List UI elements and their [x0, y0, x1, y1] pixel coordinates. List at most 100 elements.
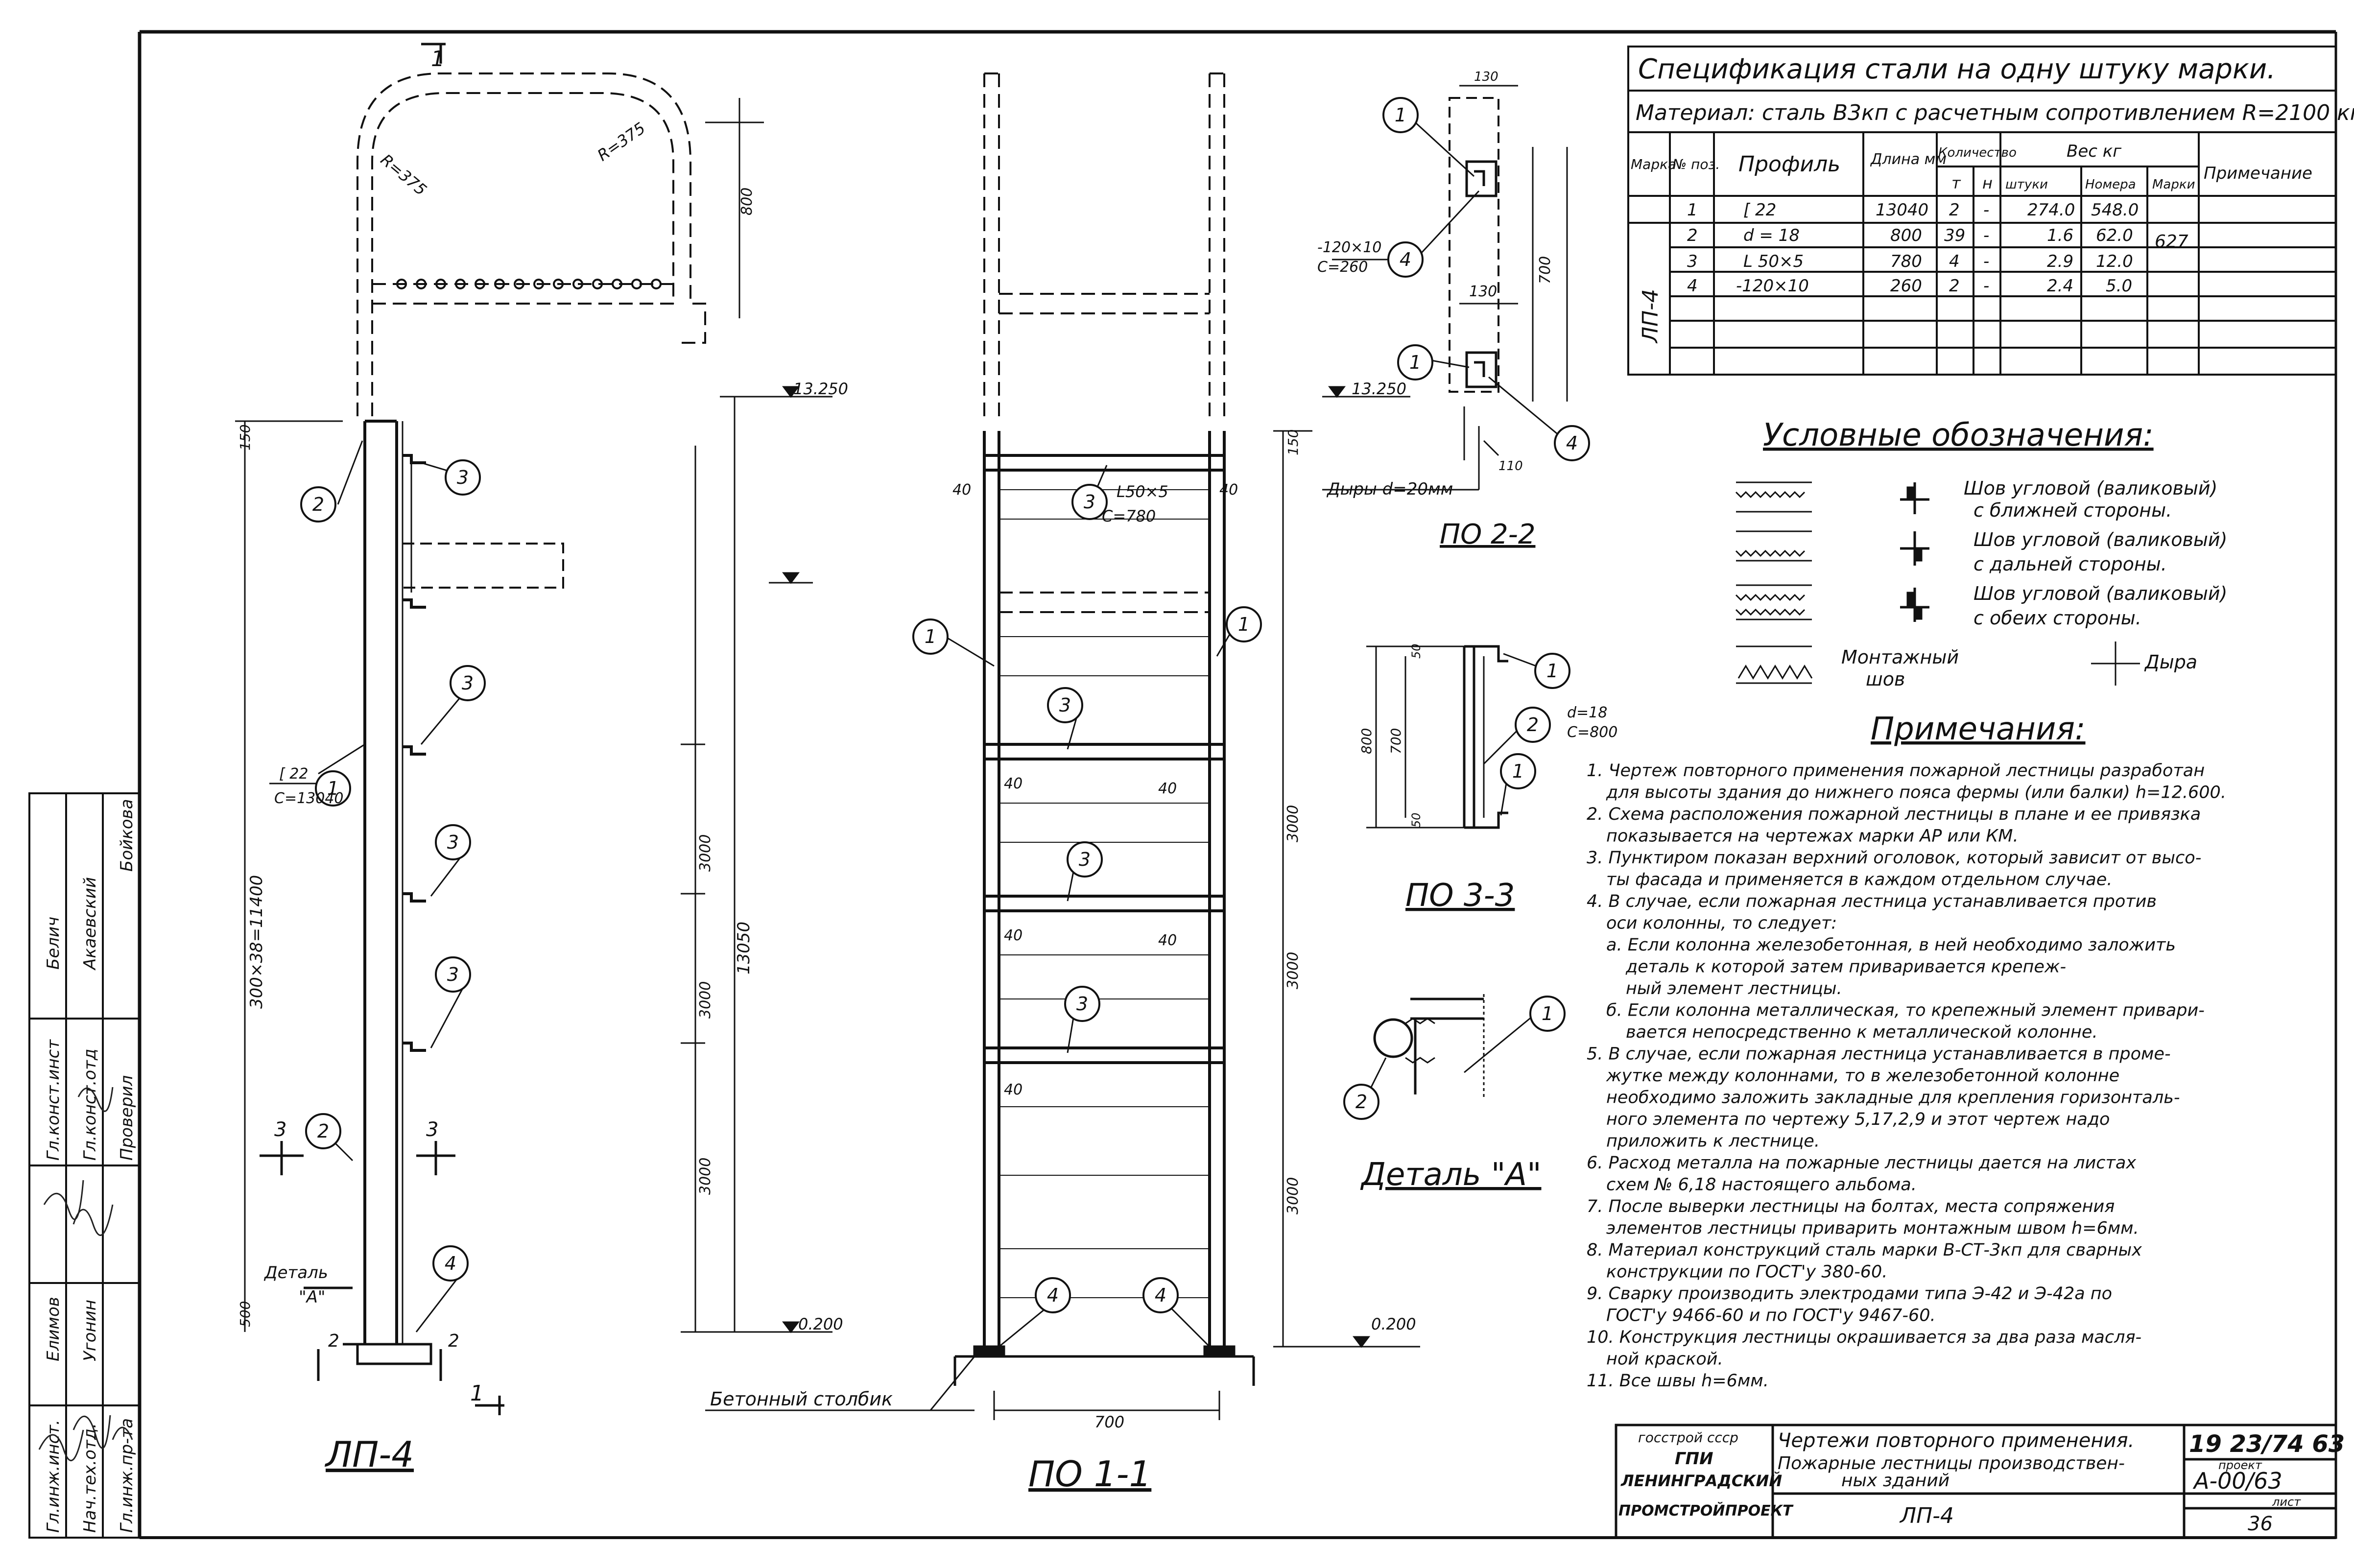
stamp-sheet: 36 — [2248, 1513, 2273, 1535]
lp4-cut-bot: 1 — [470, 1381, 484, 1406]
stamp-org-4: ПРОМСТРОЙПРОЕКТ — [1618, 1502, 1794, 1520]
lp4-r2: R=375 — [594, 119, 649, 165]
po11-stringers — [983, 431, 1226, 1347]
note-line: ный элемент лестницы. — [1626, 979, 1842, 998]
svg-text:3: 3 — [1076, 993, 1088, 1015]
po22-h700: 700 — [1537, 256, 1554, 284]
side-role-3: Гл.инж.пр-та — [117, 1418, 137, 1533]
stamp-title-1: Чертежи повторного применения. — [1778, 1429, 2134, 1452]
po22-parts — [1465, 160, 1498, 388]
spec-row3-n: - — [1983, 252, 1989, 271]
po11-h3000-3: 3000 — [1284, 1177, 1302, 1214]
spec-row2-length: 800 — [1890, 226, 1922, 245]
po11-c780: C=780 — [1102, 507, 1156, 525]
po22-h110: 110 — [1498, 459, 1523, 474]
lp4-callouts — [300, 459, 486, 1282]
spec-mark-name: ЛП-4 — [1638, 289, 1663, 344]
legend: Условные обозначения: — [1735, 417, 2227, 690]
po11-40c: 40 — [1004, 775, 1022, 792]
lp4-cut-top: 1 — [431, 47, 445, 71]
note-line: жутке между колоннами, то в железобетонн… — [1606, 1066, 2119, 1086]
lp4-h3000-1: 3000 — [697, 834, 714, 872]
po22-callout-numbers: 14 14 — [1395, 104, 1578, 454]
po33-callouts — [1500, 653, 1570, 789]
svg-text:4: 4 — [1400, 249, 1411, 270]
side-name-4: Угонин — [80, 1300, 100, 1361]
svg-text:3: 3 — [1079, 849, 1091, 870]
spec-mark-total: 627 — [2155, 232, 2188, 252]
side-signatures — [38, 1087, 133, 1461]
po22-c260: C=260 — [1317, 259, 1368, 276]
note-line: 4. В случае, если пожарная лестница уста… — [1587, 892, 2157, 911]
po11-elev-top: 13.250 — [1352, 380, 1406, 398]
spec-head-length: Длина мм — [1870, 151, 1947, 168]
view-title-po11: ПО 1-1 — [1028, 1453, 1151, 1495]
stamp-sheet-label: лист — [2272, 1495, 2301, 1509]
legend-mount-line1: Монтажный — [1841, 646, 1959, 668]
po33-dims — [1366, 645, 1464, 829]
lp4-h3000-3: 3000 — [697, 1158, 714, 1195]
view-lp4 — [235, 43, 832, 1415]
po11-h150: 150 — [1285, 429, 1301, 455]
svg-text:3: 3 — [447, 964, 459, 985]
po22-holes: Дыры d=20мм — [1326, 479, 1453, 499]
po11-h3000-1: 3000 — [1284, 805, 1302, 842]
lp4-top-holes — [396, 279, 662, 289]
spec-row4-length: 260 — [1890, 276, 1922, 296]
svg-text:1: 1 — [1238, 614, 1250, 635]
svg-text:1: 1 — [327, 778, 339, 799]
note-line: ного элемента по чертежу 5,17,2,9 и этот… — [1606, 1110, 2110, 1129]
legend-item-2-line1: Шов угловой (валиковый) — [1974, 529, 2227, 550]
lp4-two-right: 2 — [448, 1331, 459, 1351]
svg-text:1: 1 — [1546, 660, 1558, 682]
legend-mount-line2: шов — [1866, 668, 1905, 690]
lp4-leaders — [269, 440, 471, 1332]
stamp-code: 19 23/74 63 — [2189, 1430, 2345, 1458]
svg-text:3: 3 — [457, 467, 469, 488]
svg-text:2: 2 — [1355, 1091, 1367, 1113]
lp4-elev-bot: 0.200 — [798, 1315, 843, 1333]
po11-angles — [983, 454, 1226, 1064]
spec-row2-poz: 2 — [1687, 226, 1698, 245]
note-line: конструкции по ГОСТ'у 380-60. — [1606, 1262, 1887, 1282]
spec-row2-n: - — [1983, 226, 1989, 245]
po33-h800: 800 — [1358, 728, 1375, 754]
stamp-project-label: проект — [2218, 1458, 2262, 1472]
stamp-title-2: Пожарные лестницы производствен- — [1778, 1453, 2125, 1473]
legend-item-3-line2: с обеих стороны. — [1974, 607, 2141, 629]
legend-item-1-line2: с ближней стороны. — [1974, 499, 2172, 521]
po11-top-dashed — [983, 72, 1225, 613]
spec-row3-poz: 3 — [1687, 252, 1698, 271]
lp4-section-marks — [260, 43, 504, 1415]
lp4-labels: 13.250 0.200 R=375 R=375 800 13050 300×3… — [237, 47, 848, 1475]
po11-40f: 40 — [1158, 932, 1177, 949]
note-line: 3. Пунктиром показан верхний оголовок, к… — [1587, 848, 2201, 868]
lp4-dims — [235, 98, 832, 1333]
notes: Примечания: 1. Чертеж повторного примене… — [1587, 711, 2226, 1391]
weld-symbol-far — [1735, 530, 1929, 566]
notes-title: Примечания: — [1871, 711, 2086, 747]
lp4-c22: [ 22 — [279, 765, 308, 783]
side-role-6: Проверил — [117, 1075, 137, 1161]
detail-callout-numbers: 12 — [1355, 1003, 1553, 1113]
po22-w130: 130 — [1474, 70, 1498, 84]
svg-text:1: 1 — [1409, 352, 1421, 373]
legend-bolt: Дыра — [2144, 651, 2197, 673]
spec-row1-poz: 1 — [1687, 200, 1698, 220]
lp4-r1: R=375 — [377, 150, 430, 199]
note-line: 6. Расход металла на пожарные лестницы д… — [1587, 1153, 2136, 1173]
spec-row1-t: 2 — [1949, 200, 1960, 220]
note-line: ты фасада и применяется в каждом отдельн… — [1606, 870, 2112, 890]
note-line: ГОСТ'у 9466-60 и по ГОСТ'у 9467-60. — [1606, 1306, 1936, 1326]
lp4-callout-numbers: 23 31 33 24 — [312, 467, 474, 1274]
spec-head-marka: Марка — [1631, 156, 1676, 172]
svg-text:1: 1 — [1542, 1003, 1553, 1024]
side-role-1: Гл.инж.инст. — [44, 1420, 63, 1533]
note-line: для высоты здания до нижнего пояса фермы… — [1606, 783, 2226, 803]
svg-text:1: 1 — [1395, 104, 1406, 126]
spec-head-qty: Количество — [1938, 145, 2017, 160]
spec-row3-wpos: 12.0 — [2096, 252, 2133, 271]
lp4-channel — [363, 420, 404, 1344]
svg-text:3: 3 — [462, 672, 474, 694]
spec-row4-wpos: 5.0 — [2106, 276, 2132, 296]
